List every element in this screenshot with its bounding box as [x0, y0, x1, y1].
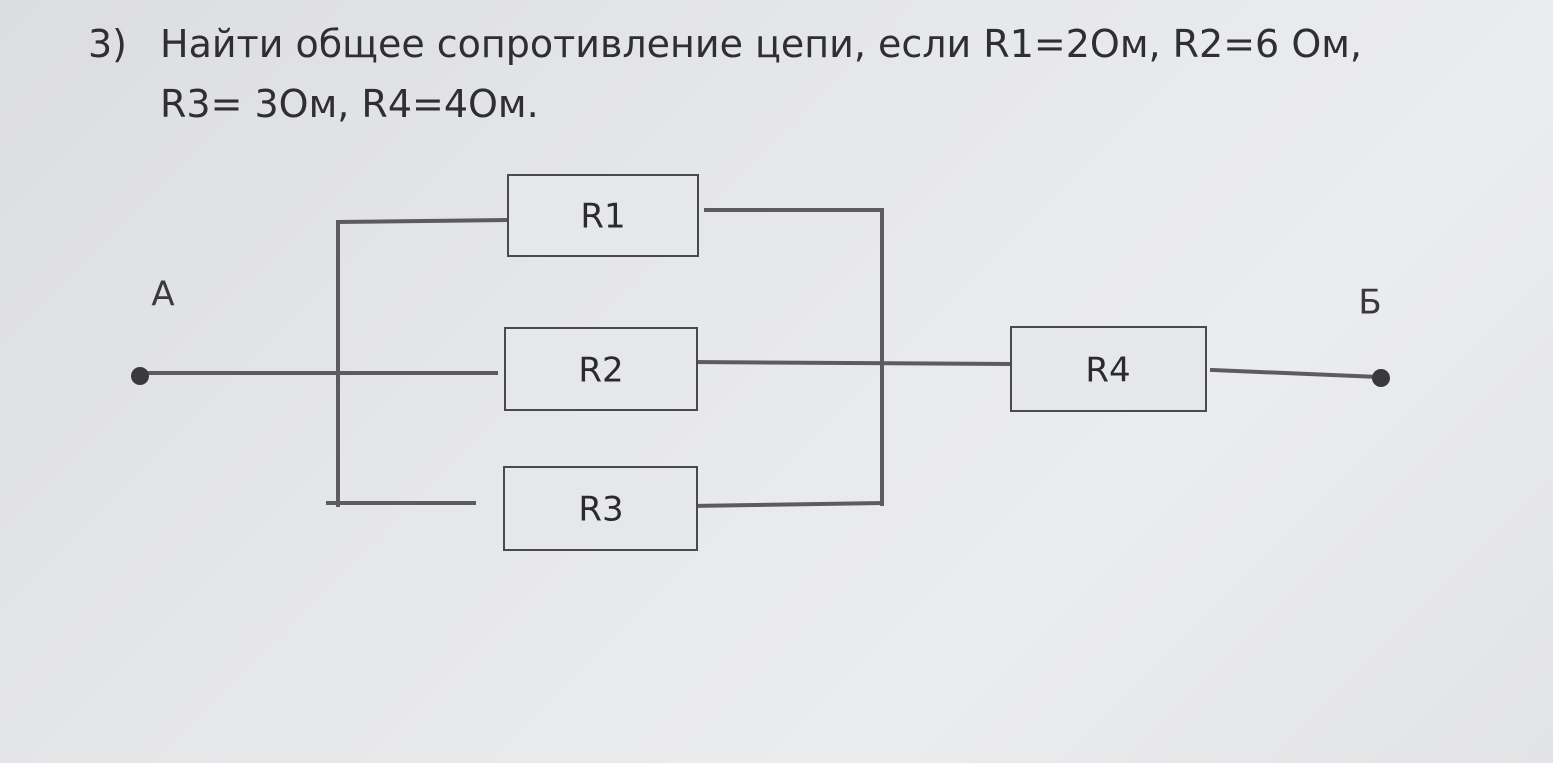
problem-statement: 3) Найти общее сопротивление цепи, если R… [88, 14, 1488, 134]
wire-r4-to-b [1209, 367, 1383, 380]
resistor-r4: R4 [1010, 326, 1207, 412]
terminal-a-dot [131, 367, 149, 385]
wire-r3-to-bus [687, 500, 885, 509]
wire-r2-to-r4 [687, 359, 1013, 367]
resistor-r3-label: R3 [578, 490, 623, 530]
terminal-a-label: A [151, 275, 174, 315]
problem-text-line2: R3= 3Ом, R4=4Ом. [160, 82, 539, 126]
problem-text-line1: Найти общее сопротивление цепи, если R1=… [160, 22, 1362, 66]
resistor-r1: R1 [507, 174, 699, 257]
resistor-r2-label: R2 [578, 351, 623, 391]
resistor-r2: R2 [504, 327, 698, 411]
resistor-r1-label: R1 [580, 197, 625, 237]
resistor-r4-label: R4 [1085, 351, 1130, 391]
problem-number: 3) [88, 22, 128, 66]
terminal-b-dot [1372, 369, 1390, 387]
terminal-b-label: Б [1358, 283, 1381, 323]
resistor-r3: R3 [503, 466, 698, 551]
wire-bus-to-r1 [335, 217, 511, 225]
